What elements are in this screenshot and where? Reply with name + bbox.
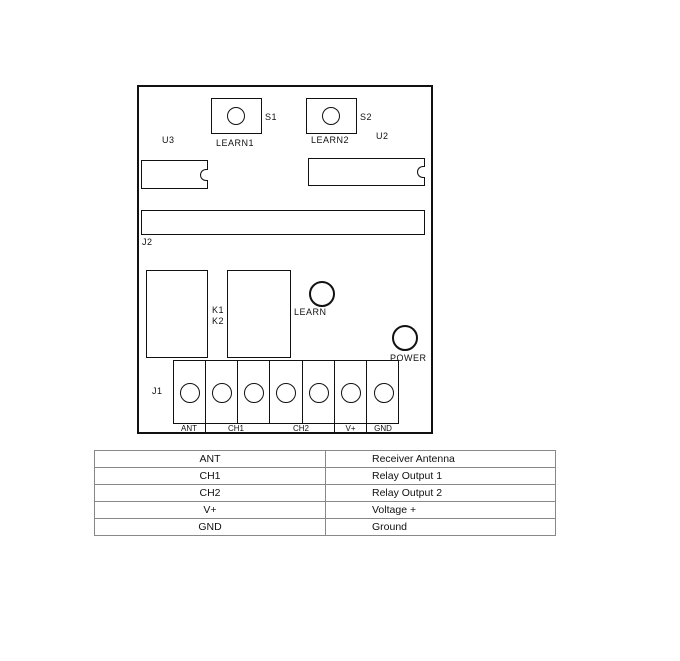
chip-u3 [141, 160, 208, 189]
terminal-gnd [367, 361, 400, 423]
pin-description: Receiver Antenna [325, 450, 556, 468]
terminal-label-divider [334, 423, 335, 434]
relay-k2 [227, 270, 291, 358]
chip-u2 [308, 158, 425, 186]
pin-description: Voltage + [325, 501, 556, 519]
u3-label: U3 [162, 135, 175, 145]
terminal-screw [308, 383, 329, 403]
learn-led-label: LEARN [294, 307, 327, 317]
j2-label: J2 [142, 237, 153, 247]
pin-name: V+ [94, 501, 326, 519]
terminal-label-ch1: CH1 [227, 424, 244, 433]
terminal-ch2-a [270, 361, 303, 423]
pcb-board [137, 85, 433, 434]
table-row: V+ Voltage + [94, 501, 556, 519]
s1-label: S1 [265, 112, 278, 122]
s2-label: S2 [360, 112, 373, 122]
table-row: CH1 Relay Output 1 [94, 467, 556, 485]
pin-name: CH1 [94, 467, 326, 485]
terminal-label-ch2: CH2 [292, 424, 309, 433]
switch-s1 [211, 98, 262, 134]
power-led-label: POWER [390, 353, 427, 363]
table-row: ANT Receiver Antenna [94, 450, 556, 468]
terminal-screw [276, 383, 296, 403]
pin-name: CH2 [94, 484, 326, 502]
switch-s2 [306, 98, 357, 134]
connector-j2 [141, 210, 425, 235]
terminal-ant [174, 361, 206, 423]
k2-label: K2 [212, 316, 225, 326]
terminal-screw [243, 383, 264, 403]
terminal-block-j1 [173, 360, 399, 424]
pin-description: Ground [325, 518, 556, 536]
learn2-label: LEARN2 [311, 135, 350, 145]
k1-label: K1 [212, 305, 225, 315]
terminal-screw [211, 383, 232, 403]
terminal-label-ant: ANT [181, 424, 197, 433]
terminal-label-divider [205, 423, 206, 434]
terminal-ch1-b [238, 361, 270, 423]
table-row: GND Ground [94, 518, 556, 536]
u2-label: U2 [376, 131, 389, 141]
pin-name: ANT [94, 450, 326, 468]
chip-u2-notch [417, 166, 425, 178]
terminal-ch2-b [303, 361, 335, 423]
terminal-screw [179, 383, 200, 403]
terminal-label-vplus: V+ [345, 424, 356, 433]
terminal-label-gnd: GND [374, 424, 392, 433]
terminal-label-divider [366, 423, 367, 434]
chip-u3-notch [200, 169, 208, 181]
terminal-vplus [335, 361, 367, 423]
learn-led [309, 281, 335, 307]
table-row: CH2 Relay Output 2 [94, 484, 556, 502]
j1-label: J1 [152, 386, 163, 396]
power-led [392, 325, 418, 351]
pin-name: GND [94, 518, 326, 536]
relay-k1 [146, 270, 208, 358]
learn1-label: LEARN1 [216, 138, 255, 148]
pin-description: Relay Output 2 [325, 484, 556, 502]
terminal-label-strip [173, 423, 399, 435]
terminal-screw [373, 383, 394, 403]
pin-legend-table: ANT Receiver Antenna CH1 Relay Output 1 … [94, 450, 556, 536]
switch-s1-button [227, 107, 245, 125]
terminal-ch1-a [206, 361, 238, 423]
pin-description: Relay Output 1 [325, 467, 556, 485]
terminal-screw [340, 383, 361, 403]
switch-s2-button [322, 107, 340, 125]
